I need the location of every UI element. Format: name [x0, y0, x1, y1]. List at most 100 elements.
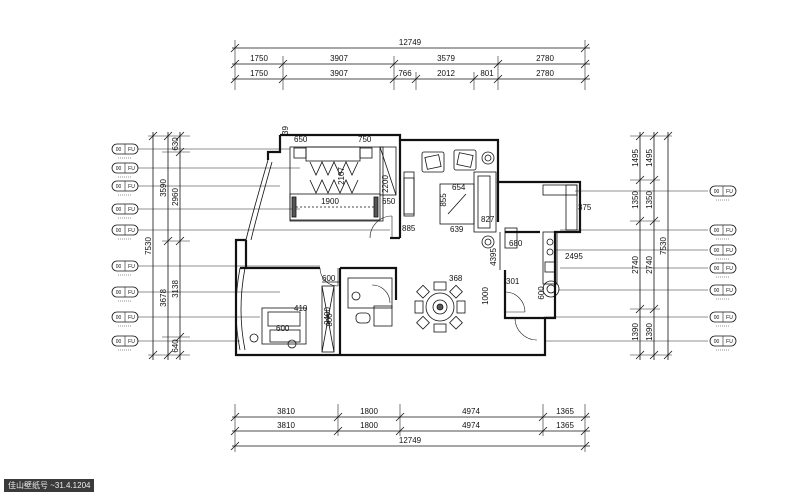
top-dim-row1-2: 3579	[437, 54, 455, 63]
room-dim: 650	[382, 197, 396, 206]
legend-tag: 00 FU	[111, 180, 139, 196]
legend-suffix: FU	[128, 339, 135, 345]
room-dim: 600	[537, 286, 546, 300]
legend-suffix: FU	[128, 147, 135, 153]
doors	[319, 215, 538, 341]
legend-tag: 00 FU	[709, 185, 737, 201]
room-dim: 39	[281, 126, 290, 135]
left-dim-inner-2: 3138	[171, 280, 180, 298]
legend-suffix: FU	[128, 228, 135, 234]
living-room: 654 855 827 639 885	[402, 149, 497, 249]
bottom-dim-row2-3: 1365	[556, 421, 574, 430]
room-dim: 2495	[565, 252, 583, 261]
top-dim-row2-3: 2012	[437, 69, 455, 78]
room-dim: 639	[450, 225, 464, 234]
legend-leaders	[138, 148, 708, 342]
legend-code: 00	[714, 315, 720, 321]
top-dim-row1-1: 3907	[330, 54, 348, 63]
legend-tag: 00 FU	[111, 162, 139, 178]
room-dim: 2107	[337, 167, 346, 185]
room-dim: 600	[276, 324, 290, 333]
legend-suffix: FU	[128, 166, 135, 172]
room-dim: 855	[439, 193, 448, 207]
bottom-dim-row1-2: 4974	[462, 407, 480, 416]
right-dimension-chains: 1495 1350 2740 1390 1495 1350 2740 1390 …	[630, 131, 673, 360]
top-dim-row2-5: 2780	[536, 69, 554, 78]
legend-tag: 00 FU	[709, 262, 737, 278]
right-dim-outer-3: 1390	[645, 323, 654, 341]
second-bedroom: 410 600	[249, 304, 308, 349]
room-dim: 301	[506, 277, 520, 286]
left-dim-inner-3: 640	[171, 339, 180, 353]
legend-tag: 00 FU	[709, 284, 737, 300]
legend-code: 00	[116, 228, 122, 234]
legend-tag: 00 FU	[111, 286, 139, 302]
top-dim-row2-2: 766	[398, 69, 412, 78]
room-dim: 800	[325, 313, 334, 327]
legend-suffix: FU	[726, 189, 733, 195]
room-dim: 885	[402, 224, 416, 233]
right-dim-inner-0: 1495	[631, 149, 640, 167]
legend-suffix: FU	[726, 339, 733, 345]
legend-tag: 00	[710, 150, 736, 160]
room-dim: 600	[322, 274, 336, 283]
legend-code: 00	[714, 339, 720, 345]
legend-tag: 00 FU	[111, 143, 139, 159]
legend-code: 00	[714, 248, 720, 254]
bottom-dim-row1-0: 3810	[277, 407, 295, 416]
legend-code: 00	[714, 189, 720, 195]
bottom-dim-row2-0: 3810	[277, 421, 295, 430]
top-dim-row2-0: 1750	[250, 69, 268, 78]
bottom-dim-total: 12749	[399, 436, 422, 445]
room-dim: 750	[358, 135, 372, 144]
legend-code: 00	[116, 147, 122, 153]
legend-tag: 00 FU	[111, 203, 139, 219]
room-dim: 654	[452, 183, 466, 192]
top-dim-total: 12749	[399, 38, 422, 47]
legend-tag: 00 FU	[111, 311, 139, 327]
legend-suffix: FU	[128, 290, 135, 296]
left-dim-inner-0: 630	[171, 137, 180, 151]
top-dim-row2-4: 801	[480, 69, 494, 78]
bottom-dim-row2-1: 1800	[360, 421, 378, 430]
bottom-dim-row2-2: 4974	[462, 421, 480, 430]
legend-suffix: FU	[726, 228, 733, 234]
right-legend: 00 FU 00 FU 00 FU 00 FU 00 FU	[709, 150, 737, 351]
room-dim: 650	[294, 135, 308, 144]
legend-code: 00	[116, 166, 122, 172]
left-dimension-chains: 630 2960 3138 640 3590 3678 7530	[144, 131, 190, 360]
left-legend: 00 FU 00 FU 00 FU 00 FU 00 FU	[111, 143, 139, 351]
legend-code: 00	[116, 339, 122, 345]
room-dim: 410	[294, 304, 308, 313]
room-dim: 827	[481, 215, 495, 224]
legend-code: 00	[714, 228, 720, 234]
legend-tag: 00 FU	[709, 311, 737, 327]
room-dim: 680	[509, 239, 523, 248]
bathrooms: 800 600 2400	[321, 274, 393, 353]
bottom-dim-row1-1: 1800	[360, 407, 378, 416]
left-dim-mid-0: 3590	[159, 179, 168, 197]
right-dim-inner-3: 1390	[631, 323, 640, 341]
right-dim-inner-1: 1350	[631, 191, 640, 209]
legend-suffix: FU	[726, 288, 733, 294]
right-dim-outer-0: 1495	[645, 149, 654, 167]
legend-tag: 00 FU	[709, 244, 737, 260]
legend-tag: 00 FU	[709, 224, 737, 240]
legend-suffix: FU	[726, 266, 733, 272]
legend-tag: 00 FU	[111, 224, 139, 240]
right-dim-total: 7530	[659, 237, 668, 255]
room-dim: 2200	[381, 175, 390, 193]
right-dim-outer-2: 2740	[645, 256, 654, 274]
legend-code: 00	[116, 315, 122, 321]
legend-suffix: FU	[128, 207, 135, 213]
room-dim: 368	[449, 274, 463, 283]
room-dim: 1000	[481, 287, 490, 305]
legend-code: 00	[116, 290, 122, 296]
room-dim: 375	[578, 203, 592, 212]
top-dim-row1-3: 2780	[536, 54, 554, 63]
legend-code: 00	[116, 264, 122, 270]
legend-tag: 00 FU	[709, 335, 737, 351]
legend-code: 00	[116, 184, 122, 190]
right-dim-inner-2: 2740	[631, 256, 640, 274]
room-dim: 4395	[489, 248, 498, 266]
